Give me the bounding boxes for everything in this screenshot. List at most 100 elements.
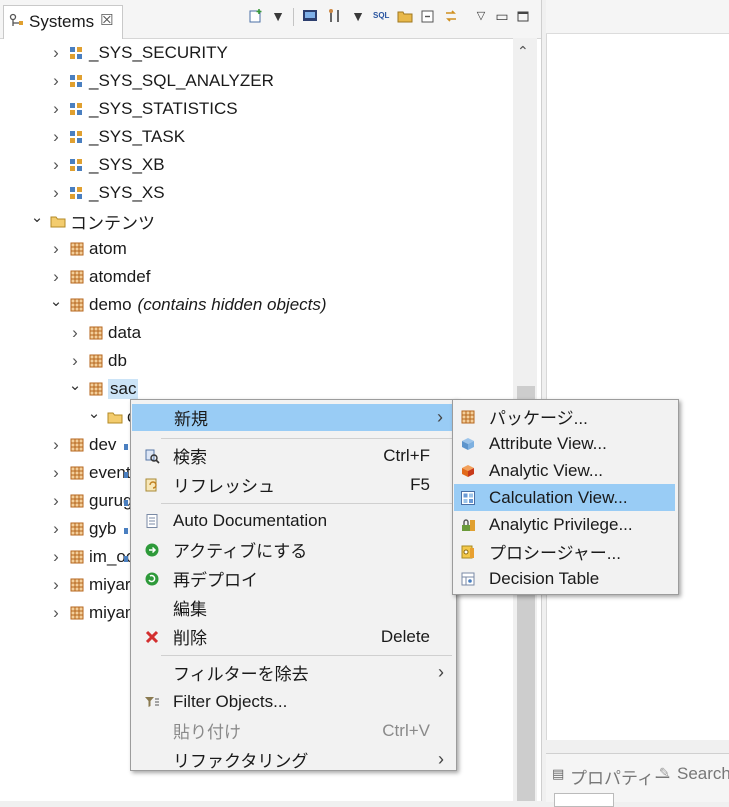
chevron-right-icon[interactable]: › bbox=[53, 603, 59, 622]
submenu-item-item-0[interactable]: パッケージ... bbox=[454, 403, 675, 430]
tree-row[interactable]: ›gurug bbox=[49, 487, 132, 515]
menu-item-shortcut: Delete bbox=[380, 626, 430, 646]
chevron-down-icon[interactable]: ⌄ bbox=[49, 293, 63, 310]
chevron-right-icon[interactable]: › bbox=[53, 183, 59, 202]
tree-row[interactable]: ›_SYS_XS bbox=[49, 179, 164, 207]
submenu-arrow-icon: › bbox=[438, 749, 444, 769]
tools-icon[interactable] bbox=[327, 8, 343, 24]
package-icon bbox=[69, 465, 85, 481]
tree-row[interactable]: ›data bbox=[68, 319, 141, 347]
chevron-down-icon[interactable]: ⌄ bbox=[87, 405, 101, 422]
tree-row[interactable]: ›miyar bbox=[49, 571, 130, 599]
hidden-object-icon bbox=[124, 472, 128, 478]
tree-row[interactable]: ›db bbox=[68, 347, 127, 375]
submenu-item-attribute-view[interactable]: Attribute View... bbox=[454, 430, 675, 457]
new-submenu: パッケージ...Attribute View...Analytic View..… bbox=[452, 399, 679, 595]
tree-row-label: im_oc bbox=[89, 547, 135, 566]
menu-item-item-6[interactable]: アクティブにする bbox=[131, 536, 456, 563]
submenu-item-analytic-privilege[interactable]: Analytic Privilege... bbox=[454, 511, 675, 538]
package-icon bbox=[69, 493, 85, 509]
menu-item-label: 検索 bbox=[173, 448, 207, 467]
scroll-up-icon[interactable]: ⌃ bbox=[517, 43, 529, 59]
chevron-right-icon[interactable]: › bbox=[53, 575, 59, 594]
tree-row[interactable]: ›dev bbox=[49, 431, 116, 459]
chevron-right-icon[interactable]: › bbox=[53, 127, 59, 146]
dropdown-icon[interactable]: ▼ bbox=[351, 8, 365, 24]
tree-row[interactable]: ›_SYS_SECURITY bbox=[49, 39, 228, 67]
chevron-right-icon[interactable]: › bbox=[72, 351, 78, 370]
menu-item-item-0[interactable]: 新規› bbox=[132, 404, 455, 431]
chevron-right-icon[interactable]: › bbox=[53, 239, 59, 258]
minimize-icon[interactable]: ▭ bbox=[495, 8, 509, 24]
tab-search[interactable]: Search bbox=[677, 764, 729, 783]
tree-row-label: _SYS_STATISTICS bbox=[89, 99, 238, 118]
chevron-right-icon[interactable]: › bbox=[53, 435, 59, 454]
chevron-right-icon[interactable]: › bbox=[53, 71, 59, 90]
hidden-object-icon bbox=[124, 528, 128, 534]
tree-row[interactable]: ›_SYS_TASK bbox=[49, 123, 185, 151]
open-folder-icon[interactable] bbox=[397, 8, 413, 24]
tree-row[interactable]: › _SYS_XB bbox=[49, 151, 165, 179]
chevron-right-icon[interactable]: › bbox=[53, 547, 59, 566]
view-menu-icon[interactable]: ▽ bbox=[476, 10, 486, 22]
menu-item-item-14[interactable]: リファクタリング› bbox=[131, 746, 456, 773]
schema-icon bbox=[69, 129, 85, 145]
tab-properties[interactable]: プロパティー bbox=[570, 769, 671, 788]
menu-item-item-8[interactable]: 編集 bbox=[131, 594, 456, 621]
tree-row[interactable]: ›event bbox=[49, 459, 130, 487]
chevron-right-icon[interactable]: › bbox=[53, 155, 59, 174]
link-icon[interactable] bbox=[443, 8, 459, 24]
tree-row[interactable]: ⌄ sac bbox=[68, 375, 139, 403]
tree-row[interactable]: ›atomdef bbox=[49, 263, 150, 291]
tree-row[interactable]: ›atom bbox=[49, 235, 127, 263]
menu-item-label: アクティブにする bbox=[173, 542, 308, 561]
tree-row[interactable]: › im_oc bbox=[49, 543, 134, 571]
menu-item-item-7[interactable]: 再デプロイ bbox=[131, 565, 456, 592]
chevron-right-icon[interactable]: › bbox=[53, 43, 59, 62]
sql-icon[interactable]: SQL bbox=[373, 11, 390, 20]
tree-row[interactable]: ⌄c bbox=[87, 403, 136, 431]
hidden-object-icon bbox=[124, 556, 128, 562]
submenu-item-analytic-view[interactable]: Analytic View... bbox=[454, 457, 675, 484]
chevron-down-icon[interactable]: ⌄ bbox=[30, 209, 44, 226]
submenu-item-decision-table[interactable]: Decision Table bbox=[454, 565, 675, 592]
menu-item-label: Filter Objects... bbox=[173, 691, 288, 711]
menu-item-item-11[interactable]: フィルターを除去› bbox=[131, 659, 456, 686]
chevron-right-icon[interactable]: › bbox=[72, 323, 78, 342]
tree-row[interactable]: ›gyb bbox=[49, 515, 116, 543]
submenu-item-label: Calculation View... bbox=[489, 487, 628, 507]
chevron-right-icon[interactable]: › bbox=[53, 99, 59, 118]
schema-icon bbox=[69, 101, 85, 117]
tree-row-label: sac bbox=[108, 379, 139, 399]
console-icon[interactable] bbox=[302, 8, 318, 24]
chevron-right-icon[interactable]: › bbox=[53, 519, 59, 538]
submenu-item-item-5[interactable]: プロシージャー... bbox=[454, 538, 675, 565]
dropdown-icon[interactable]: ▼ bbox=[271, 8, 285, 24]
menu-item-auto-documentation[interactable]: Auto Documentation bbox=[131, 507, 456, 534]
properties-panel: ▤ プロパティー ✎ Search bbox=[546, 753, 729, 807]
chevron-right-icon[interactable]: › bbox=[53, 463, 59, 482]
tree-row[interactable]: ›_SYS_SQL_ANALYZER bbox=[49, 67, 274, 95]
tab-systems[interactable]: Systems ☒ bbox=[3, 5, 123, 39]
collapse-icon[interactable] bbox=[420, 8, 436, 24]
tree-row[interactable]: › _SYS_STATISTICS bbox=[49, 95, 238, 123]
chevron-right-icon[interactable]: › bbox=[53, 267, 59, 286]
tree-row[interactable]: ⌄コンテンツ bbox=[30, 207, 155, 235]
maximize-icon[interactable] bbox=[515, 8, 531, 24]
tab-title: Systems bbox=[29, 12, 95, 31]
tree-row[interactable]: ⌄demo(contains hidden objects) bbox=[49, 291, 327, 319]
chevron-down-icon[interactable]: ⌄ bbox=[68, 377, 82, 394]
menu-item-filter-objects[interactable]: Filter Objects... bbox=[131, 688, 456, 715]
submenu-item-calculation-view[interactable]: Calculation View... bbox=[454, 484, 675, 511]
package-icon bbox=[69, 269, 85, 285]
tree-row-label: _SYS_XB bbox=[89, 155, 165, 174]
chevron-right-icon[interactable]: › bbox=[53, 491, 59, 510]
new-system-icon[interactable] bbox=[248, 8, 264, 24]
menu-item-label: 再デプロイ bbox=[173, 571, 258, 590]
close-icon[interactable]: ☒ bbox=[100, 12, 114, 29]
